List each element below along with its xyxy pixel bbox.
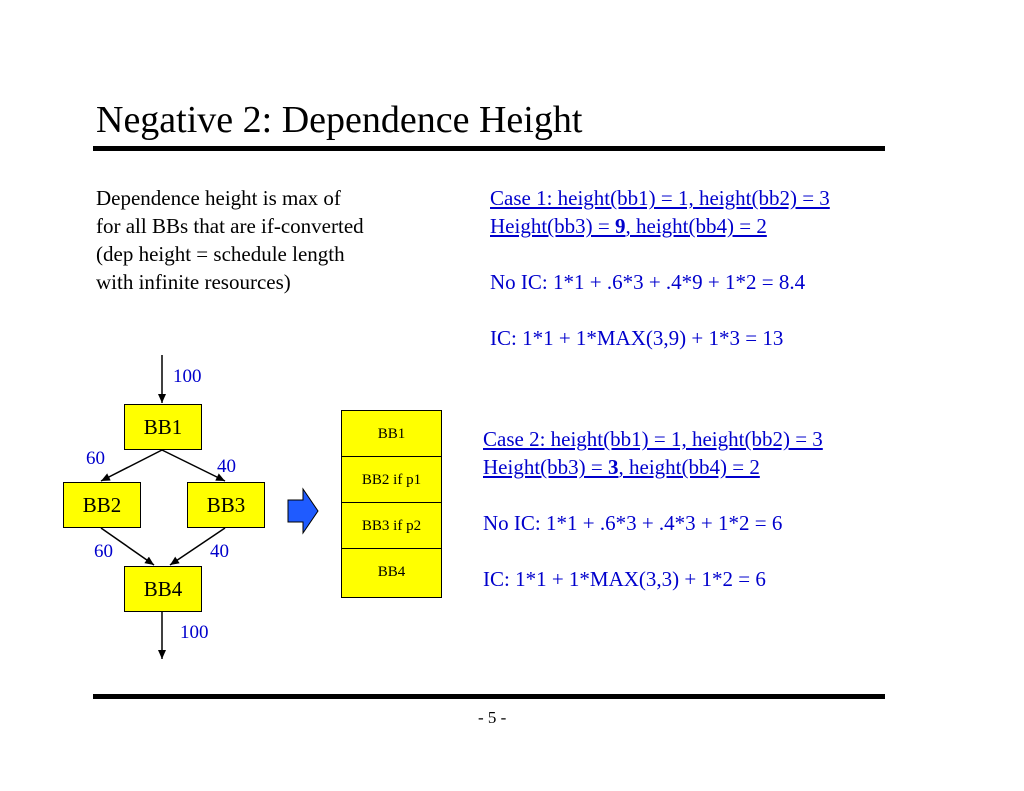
case2-no-ic: No IC: 1*1 + .6*3 + .4*3 + 1*2 = 6	[483, 511, 783, 535]
edge-label-in: 100	[173, 366, 202, 387]
case1-heights-line1: Case 1: height(bb1) = 1, height(bb2) = 3	[490, 186, 830, 210]
node-bb3: BB3	[187, 482, 265, 528]
case2-bb3-value: 3	[608, 455, 619, 479]
edge-bb1-bb2	[100, 449, 163, 482]
case1-bb3-value: 9	[615, 214, 626, 238]
case1-no-ic: No IC: 1*1 + .6*3 + .4*9 + 1*2 = 8.4	[490, 270, 806, 294]
if-converted-block: BB1 BB2 if p1 BB3 if p2 BB4	[341, 410, 442, 598]
case1-ic: IC: 1*1 + 1*MAX(3,9) + 1*3 = 13	[490, 326, 784, 350]
case1-heights-line2: Height(bb3) = 9, height(bb4) = 2	[490, 212, 830, 240]
case2-block: Case 2: height(bb1) = 1, height(bb2) = 3…	[483, 425, 823, 593]
node-bb1: BB1	[124, 404, 202, 450]
right-arrow-icon	[287, 487, 319, 535]
stack-cell-bb2: BB2 if p1	[342, 457, 441, 503]
stack-cell-bb1: BB1	[342, 411, 441, 457]
case1-bb3-label: Height(bb3) =	[490, 214, 615, 238]
slide-title: Negative 2: Dependence Height	[96, 99, 583, 141]
case2-heights-line2: Height(bb3) = 3, height(bb4) = 2	[483, 453, 823, 481]
edge-label-bb1-bb3: 40	[217, 456, 236, 477]
intro-line: Dependence height is max of	[96, 186, 341, 210]
case2-heights-line1: Case 2: height(bb1) = 1, height(bb2) = 3	[483, 427, 823, 451]
stack-cell-bb3: BB3 if p2	[342, 503, 441, 549]
intro-text: Dependence height is max of for all BBs …	[96, 184, 364, 296]
case2-bb3-label: Height(bb3) =	[483, 455, 608, 479]
case1-block: Case 1: height(bb1) = 1, height(bb2) = 3…	[490, 184, 830, 352]
footer-rule	[93, 694, 885, 699]
title-rule	[93, 146, 885, 151]
edge-bb1-bb3	[161, 449, 226, 482]
intro-line: with infinite resources)	[96, 270, 291, 294]
case2-bb4-text: , height(bb4) = 2	[618, 455, 760, 479]
stack-cell-bb4: BB4	[377, 564, 406, 580]
node-bb2: BB2	[63, 482, 141, 528]
node-bb4: BB4	[124, 566, 202, 612]
edge-label-bb1-bb2: 60	[86, 448, 105, 469]
intro-line: (dep height = schedule length	[96, 242, 345, 266]
edge-bb2-bb4	[100, 527, 155, 566]
edge-bb3-bb4	[169, 527, 226, 566]
case2-ic: IC: 1*1 + 1*MAX(3,3) + 1*2 = 6	[483, 567, 766, 591]
edge-label-bb2-bb4: 60	[94, 541, 113, 562]
case1-bb4-text: , height(bb4) = 2	[625, 214, 767, 238]
edge-label-out: 100	[180, 622, 209, 643]
edge-label-bb3-bb4: 40	[210, 541, 229, 562]
page-number: - 5 -	[478, 708, 507, 727]
intro-line: for all BBs that are if-converted	[96, 214, 364, 238]
